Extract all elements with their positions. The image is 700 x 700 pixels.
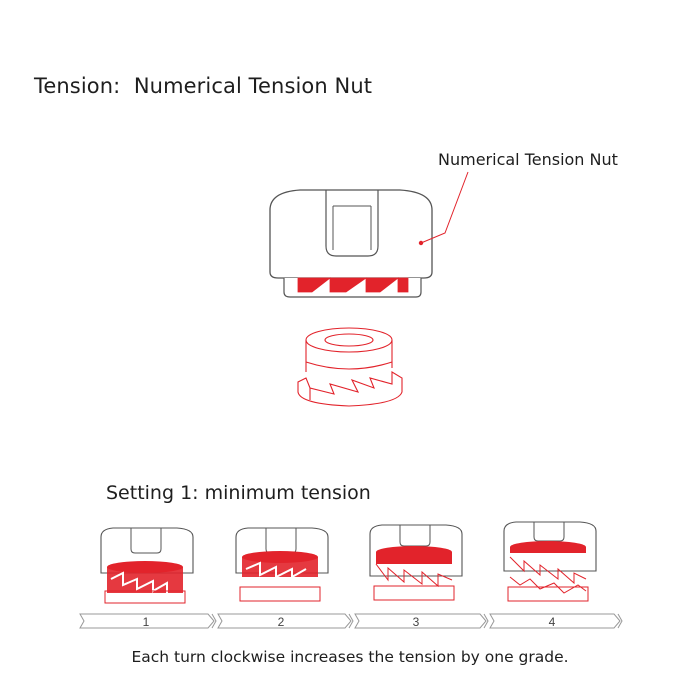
step-label-4: 4 (549, 615, 556, 629)
step-label-3: 3 (413, 615, 420, 629)
setting-text: minimum tension (204, 482, 371, 504)
footer-caption: Each turn clockwise increases the tensio… (131, 648, 569, 666)
setting-heading: Setting 1: minimum tension (106, 482, 371, 504)
page-title: Tension: Numerical Tension Nut (34, 74, 372, 98)
callout-line (420, 171, 469, 244)
step-label-1: 1 (143, 615, 150, 629)
step-label-2: 2 (278, 615, 285, 629)
callout-label: Numerical Tension Nut (438, 150, 618, 169)
stage-2-illustration (235, 527, 329, 602)
step-bar (79, 613, 623, 629)
stage-3-illustration (369, 524, 463, 601)
stage-1-illustration (100, 527, 194, 604)
stage-4-illustration (503, 521, 597, 602)
setting-prefix: Setting 1: (106, 482, 199, 504)
title-main: Numerical Tension Nut (133, 74, 373, 98)
nut-insert-illustration (297, 327, 403, 407)
nut-cap-illustration (269, 189, 433, 298)
title-prefix: Tension: (34, 74, 121, 98)
